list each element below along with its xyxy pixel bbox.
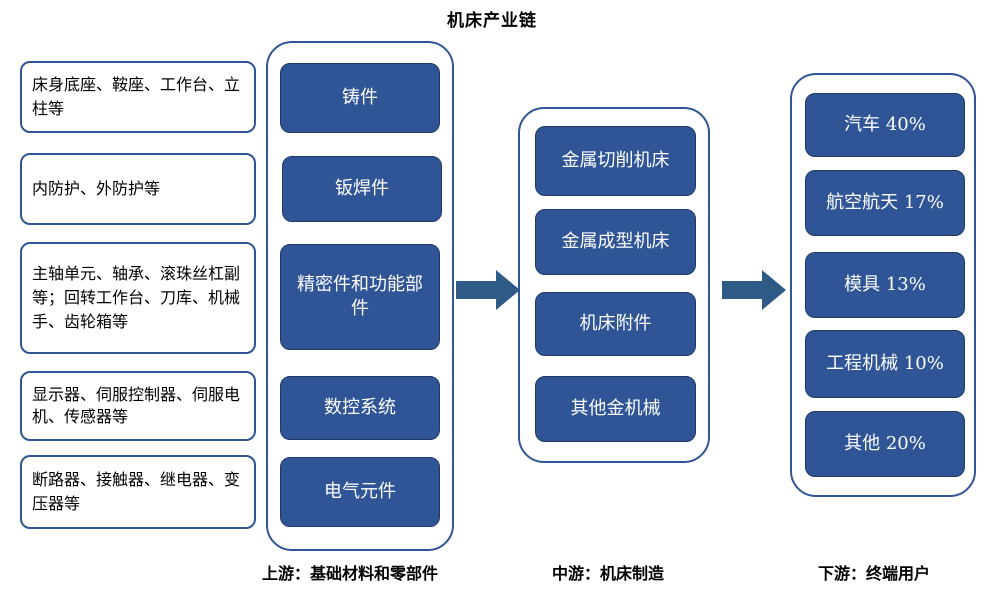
desc-box-precision-parts: 主轴单元、轴承、滚珠丝杠副等；回转工作台、刀库、机械手、齿轮箱等 [20, 242, 256, 354]
node-label: 金属成型机床 [561, 231, 670, 252]
node-label: 其他 20% [844, 433, 926, 454]
upstream-node-precision-parts: 精密件和功能部件 [280, 244, 440, 350]
node-label: 数控系统 [324, 397, 396, 418]
node-label: 钣焊件 [335, 178, 389, 199]
node-label: 工程机械 10% [826, 353, 944, 374]
diagram-title: 机床产业链 [447, 11, 537, 31]
upstream-node-cnc-system: 数控系统 [280, 376, 440, 440]
node-label: 铸件 [342, 87, 378, 108]
desc-box-cnc-system: 显示器、伺服控制器、伺服电机、传感器等 [20, 371, 256, 441]
desc-text: 内防护、外防护等 [32, 179, 161, 198]
desc-text: 显示器、伺服控制器、伺服电机、传感器等 [32, 385, 241, 426]
downstream-node-automotive: 汽车 40% [805, 93, 965, 157]
footer-midstream: 中游：机床制造 [552, 564, 665, 583]
node-label: 金属切削机床 [561, 150, 670, 171]
footer-downstream: 下游：终端用户 [818, 564, 931, 583]
node-label: 模具 13% [844, 274, 926, 295]
node-label: 电气元件 [324, 481, 396, 502]
upstream-node-sheet-metal: 钣焊件 [282, 156, 442, 222]
downstream-node-aerospace: 航空航天 17% [805, 170, 965, 236]
desc-box-electrical: 断路器、接触器、继电器、变压器等 [20, 455, 256, 529]
flow-arrow-midstream-to-downstream [722, 270, 786, 310]
node-label: 其他金机械 [570, 398, 661, 419]
midstream-node-accessories: 机床附件 [535, 292, 696, 356]
node-label: 精密件和功能部件 [297, 274, 423, 319]
downstream-node-molds: 模具 13% [805, 252, 965, 318]
downstream-node-other: 其他 20% [805, 411, 965, 477]
desc-box-sheet-metal: 内防护、外防护等 [20, 153, 256, 225]
node-label: 机床附件 [579, 313, 652, 334]
desc-text: 断路器、接触器、继电器、变压器等 [32, 470, 241, 513]
desc-text: 主轴单元、轴承、滚珠丝杠副等；回转工作台、刀库、机械手、齿轮箱等 [32, 264, 241, 331]
footer-upstream: 上游：基础材料和零部件 [262, 564, 439, 583]
midstream-node-other: 其他金机械 [535, 376, 696, 442]
desc-text: 床身底座、鞍座、工作台、立柱等 [32, 75, 241, 118]
node-label: 汽车 40% [844, 114, 926, 135]
node-label: 航空航天 17% [826, 192, 944, 213]
desc-box-castings: 床身底座、鞍座、工作台、立柱等 [20, 61, 256, 133]
downstream-node-construction-machinery: 工程机械 10% [805, 330, 965, 398]
midstream-node-metal-cutting: 金属切削机床 [535, 126, 696, 196]
upstream-node-castings: 铸件 [280, 63, 440, 133]
midstream-node-metal-forming: 金属成型机床 [535, 209, 696, 275]
flow-arrow-upstream-to-midstream [456, 270, 520, 310]
upstream-node-electrical: 电气元件 [280, 457, 440, 527]
